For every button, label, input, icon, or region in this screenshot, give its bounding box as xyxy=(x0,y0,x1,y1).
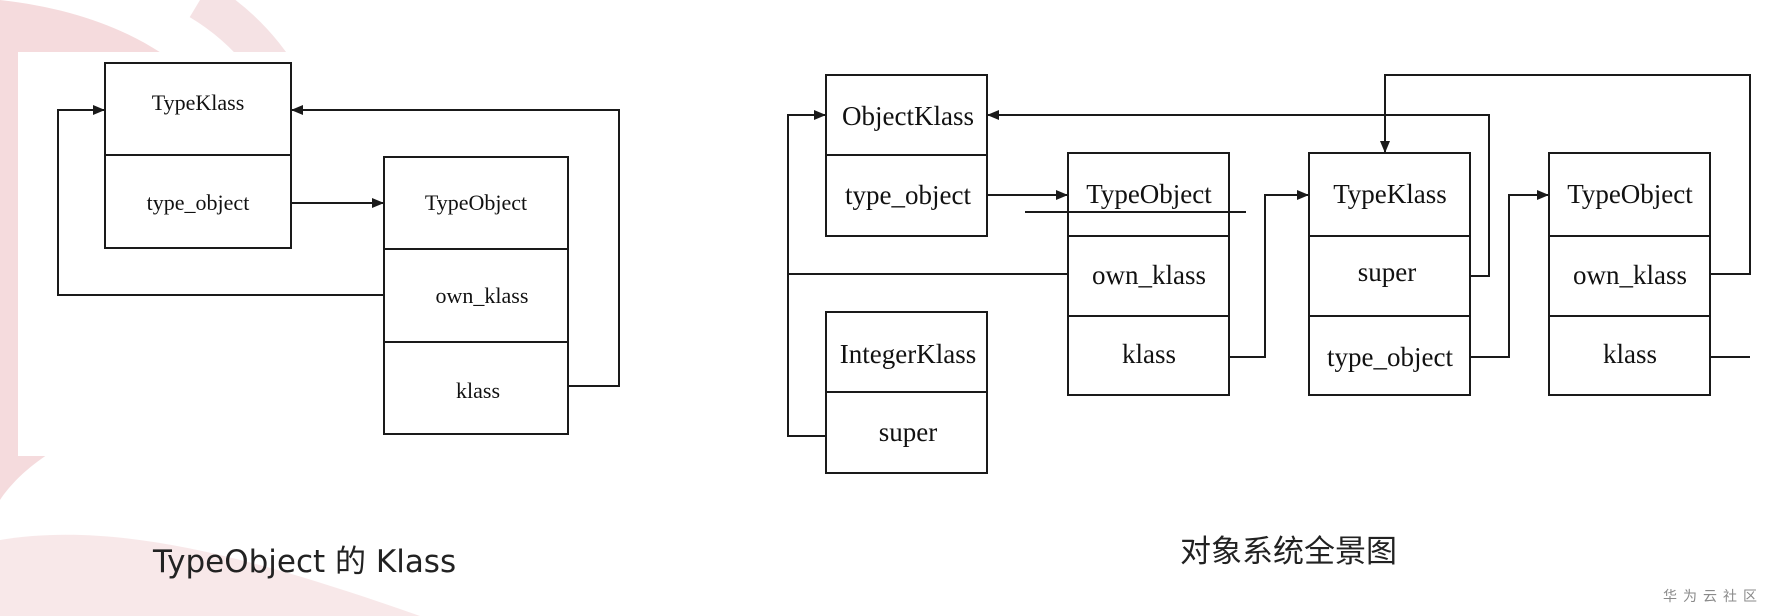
typeklass-box: TypeKlass super type_object xyxy=(1308,152,1471,396)
typeobject-2-klass: klass xyxy=(1603,339,1657,369)
left-typeobject-box: TypeObject own_klass klass xyxy=(383,156,569,435)
arrow-typeklass-super-to-objectklass xyxy=(987,110,1490,277)
integerklass-super: super xyxy=(879,417,937,447)
left-typeobject-klass: klass xyxy=(456,378,500,403)
typeobject-box-1: TypeObject own_klass klass xyxy=(1067,152,1230,396)
left-typeobject-own-klass: own_klass xyxy=(436,283,529,308)
integerklass-box: IntegerKlass super xyxy=(825,311,988,474)
typeklass-type-object: type_object xyxy=(1327,342,1453,372)
left-typeklass-type-object: type_object xyxy=(147,190,250,215)
arrow-own-klass-to-objectklass xyxy=(787,110,1068,275)
right-caption: 对象系统全景图 xyxy=(1180,534,1397,570)
left-caption: TypeObject 的 Klass xyxy=(153,544,457,580)
typeobject-2-title: TypeObject xyxy=(1567,179,1693,209)
arrow-integerklass-super xyxy=(787,274,826,437)
left-typeobject-title: TypeObject xyxy=(425,190,527,215)
integerklass-title: IntegerKlass xyxy=(840,339,976,369)
typeklass-title: TypeKlass xyxy=(1333,179,1447,209)
typeobject-2-own-klass: own_klass xyxy=(1573,260,1687,290)
typeklass-super: super xyxy=(1358,257,1416,287)
arrow-typeobject-klass-to-typeklass xyxy=(1229,190,1309,358)
typeobject-1-title: TypeObject xyxy=(1086,179,1212,209)
objectklass-box: ObjectKlass type_object xyxy=(825,74,988,237)
objectklass-title: ObjectKlass xyxy=(842,101,974,131)
watermark: 华为云社区 xyxy=(1663,589,1763,605)
arrow-typeklass-type-object xyxy=(1470,190,1549,358)
left-arrow-klass xyxy=(291,105,620,387)
typeobject-1-own-klass: own_klass xyxy=(1092,260,1206,290)
typeobject-1-klass: klass xyxy=(1122,339,1176,369)
typeobject-box-2: TypeObject own_klass klass xyxy=(1548,152,1711,396)
objectklass-type-object: type_object xyxy=(845,180,971,210)
arrow-typeobject2-own-klass xyxy=(1380,74,1751,275)
left-arrow-own-klass xyxy=(57,105,384,296)
left-typeklass-box: TypeKlass type_object xyxy=(104,62,292,249)
left-typeklass-title: TypeKlass xyxy=(152,90,245,115)
